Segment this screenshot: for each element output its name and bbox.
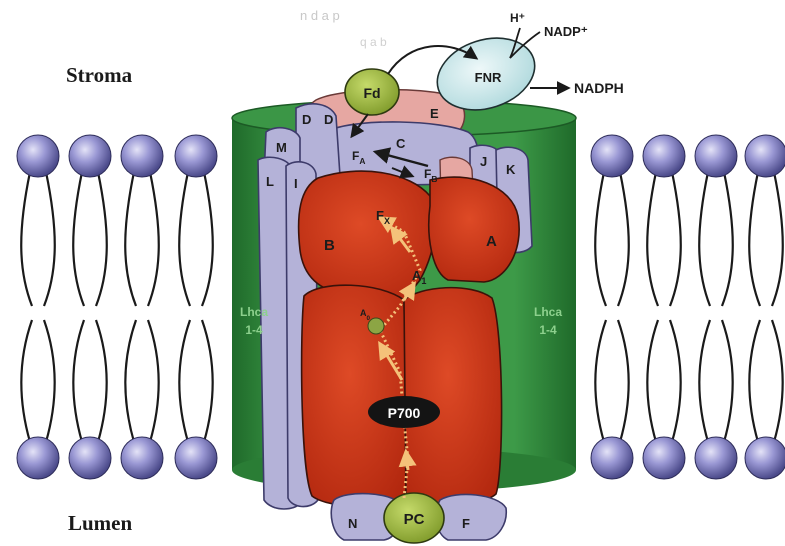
right-lipid-head-bottom-1: [591, 437, 633, 479]
right-lipid-tails-1: [595, 172, 629, 442]
stroma-label: Stroma: [66, 63, 133, 87]
subunit-c-label: C: [396, 136, 406, 151]
subunit-m-label: M: [276, 140, 287, 155]
subunit-b-label: B: [324, 237, 335, 254]
lhca-right-line1: Lhca: [534, 305, 562, 319]
left-lipid-tails-3: [125, 172, 159, 442]
left-lipid-head-bottom-3: [121, 437, 163, 479]
right-lipid-head-bottom-4: [745, 437, 785, 479]
right-lipid-head-top-4: [745, 135, 785, 177]
nadp-plus-label: NADP⁺: [544, 24, 588, 39]
left-lipid-head-bottom-1: [17, 437, 59, 479]
right-lipid-tails-3: [699, 172, 733, 442]
p700-label: P700: [388, 405, 421, 421]
lhca-left-line1: Lhca: [240, 305, 268, 319]
left-lipid-head-bottom-4: [175, 437, 217, 479]
pc-label: PC: [404, 511, 425, 528]
subunit-d2-label: D: [302, 112, 311, 127]
ferredoxin: Fd: [345, 69, 399, 115]
subunit-e-label: E: [430, 106, 439, 121]
lumen-label: Lumen: [68, 511, 133, 535]
a0-cofactor: [368, 318, 384, 334]
right-lipid-tails-4: [749, 172, 783, 442]
lhca-left-line2: 1-4: [245, 323, 263, 337]
subunit-j-label: J: [480, 154, 487, 169]
right-lipid-head-top-3: [695, 135, 737, 177]
subunit-l-label: L: [266, 174, 274, 189]
right-lipid-head-top-2: [643, 135, 685, 177]
left-lipid-head-bottom-2: [69, 437, 111, 479]
psaa-lower: [404, 288, 502, 507]
lipid-bilayer-left: [17, 135, 217, 479]
subunit-a-label: A: [486, 233, 497, 250]
psab-upper: [299, 171, 436, 303]
psab-lower: [302, 285, 408, 507]
left-lipid-head-top-1: [17, 135, 59, 177]
left-lipid-head-top-4: [175, 135, 217, 177]
p700: P700: [368, 396, 440, 428]
subunit-d-label: D: [324, 112, 333, 127]
h-plus-label: H⁺: [510, 11, 525, 25]
plastocyanin: PC: [384, 493, 444, 543]
nadph-label: NADPH: [574, 80, 624, 96]
left-lipid-tails-1: [21, 172, 55, 442]
right-lipid-head-bottom-2: [643, 437, 685, 479]
left-lipid-head-top-3: [121, 135, 163, 177]
lipid-bilayer-right: [591, 135, 785, 479]
lhca-right-line2: 1-4: [539, 323, 557, 337]
subunit-i-label: I: [294, 176, 298, 191]
left-lipid-tails-2: [73, 172, 107, 442]
subunit-n-label: N: [348, 516, 357, 531]
right-lipid-tails-2: [647, 172, 681, 442]
fnr-label: FNR: [475, 70, 502, 85]
subunit-k-label: K: [506, 162, 516, 177]
left-lipid-tails-4: [179, 172, 213, 442]
right-lipid-head-bottom-3: [695, 437, 737, 479]
faded-text-2: q a b: [360, 35, 387, 49]
left-lipid-head-top-2: [69, 135, 111, 177]
subunit-f-label: F: [462, 516, 470, 531]
right-lipid-head-top-1: [591, 135, 633, 177]
faded-text-1: n d a p: [300, 8, 340, 23]
subunit-f-shape: [436, 494, 506, 540]
fd-label: Fd: [363, 85, 380, 101]
